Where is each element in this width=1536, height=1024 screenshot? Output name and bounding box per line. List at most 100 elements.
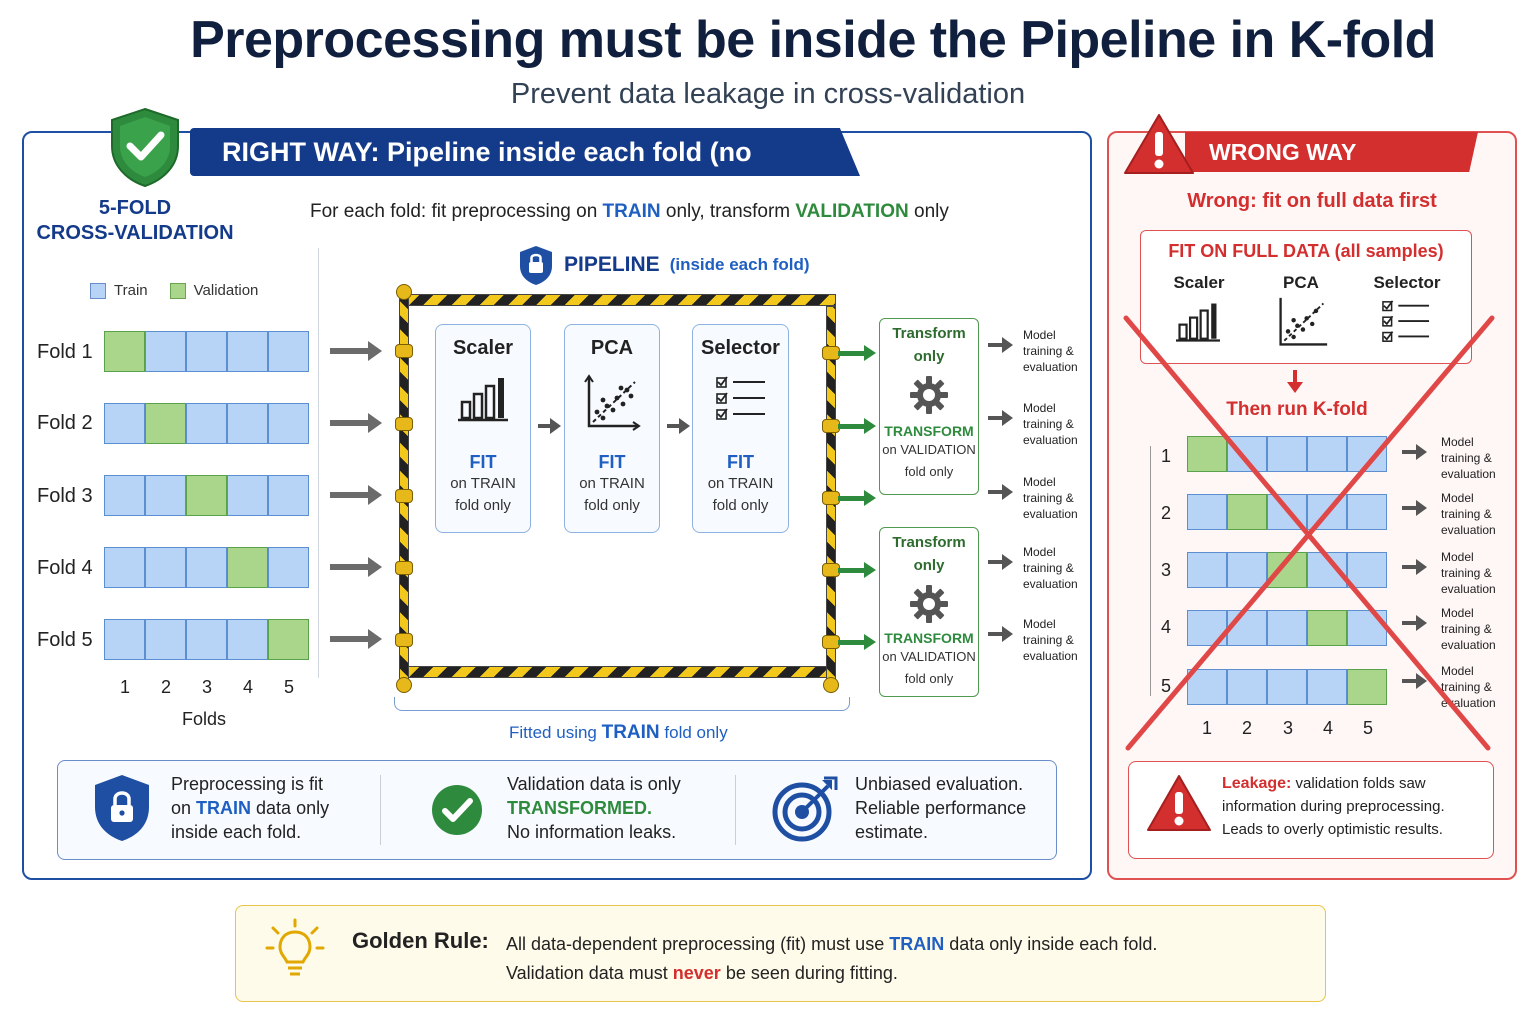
arrow-right-icon (988, 410, 1013, 426)
arrow-right-icon (330, 413, 382, 433)
train-cell (1187, 494, 1227, 530)
benefit-line: Unbiased evaluation. (855, 774, 1024, 794)
fold-label: Fold 1 (37, 341, 93, 363)
clamp (395, 489, 413, 503)
arrow-right-icon (330, 557, 382, 577)
golden-part: data only inside each fold. (944, 934, 1158, 954)
wrong-row-number: 3 (1160, 560, 1171, 580)
arrow-right-icon (838, 345, 876, 361)
train-cell (186, 403, 227, 444)
validation-cell (227, 547, 268, 588)
golden-train: TRAIN (889, 934, 945, 954)
clamp (395, 417, 413, 431)
train-cell (104, 619, 145, 660)
lock-shield-icon (95, 775, 149, 841)
instr-train: TRAIN (602, 201, 661, 222)
lightbulb-icon (265, 918, 325, 976)
arrow-right-icon (988, 337, 1013, 353)
model-training-line: training & (1441, 507, 1492, 521)
train-cell (145, 547, 186, 588)
wrong-row-number: 2 (1160, 503, 1171, 523)
wrong-col-number: 3 (1282, 718, 1293, 738)
clamp (395, 633, 413, 647)
train-cell (1307, 436, 1347, 472)
model-training-line: Model (1441, 435, 1474, 449)
arrow-right-icon (838, 418, 876, 434)
legend: Train Validation (90, 282, 258, 299)
full-step-label: Selector (1373, 273, 1441, 292)
then-kfold: Then run K-fold (1226, 399, 1368, 420)
divider (318, 248, 319, 678)
train-cell (186, 331, 227, 372)
arrow-right-icon (330, 629, 382, 649)
bar-chart-icon (1176, 303, 1220, 342)
arrow-right-icon (988, 626, 1013, 642)
arrow-right-icon (1402, 444, 1427, 460)
pipeline-brace (394, 697, 850, 711)
fold-label: Fold 4 (37, 557, 93, 579)
validation-cell (1227, 494, 1267, 530)
leakage-line: validation folds saw (1291, 775, 1426, 792)
arrow-right-icon (838, 490, 876, 506)
clamp (395, 344, 413, 358)
benefit-train: TRAIN (196, 798, 252, 818)
step-sub: fold only (584, 497, 640, 514)
wrong-col-number: 5 (1362, 718, 1373, 738)
wrong-row-number: 5 (1160, 676, 1171, 696)
legend-train-label: Train (114, 282, 148, 299)
scatter-plot-icon (584, 374, 641, 431)
arrow-down-icon (1287, 370, 1303, 393)
benefit-3: Unbiased evaluation. Reliable performanc… (855, 772, 1026, 844)
fold-axis-number: 3 (201, 677, 212, 697)
gear-icon (910, 376, 948, 414)
model-training-line: Model (1023, 401, 1056, 415)
model-training-line: evaluation (1023, 507, 1078, 521)
for-each-instruction: For each fold: fit preprocessing on TRAI… (310, 201, 949, 223)
benefit-1: Preprocessing is fit on TRAIN data only … (171, 772, 329, 844)
train-cell (227, 403, 268, 444)
arrow-right-icon (667, 418, 690, 434)
arrow-right-icon (330, 485, 382, 505)
fold-axis-number: 1 (119, 677, 130, 697)
leakage-line: Leads to overly optimistic results. (1222, 821, 1443, 838)
fitted-note: Fitted using TRAIN fold only (394, 722, 1074, 744)
benefit-line: data only (251, 798, 330, 818)
checklist-icon (1382, 300, 1430, 342)
transform-heading: Transform (892, 534, 966, 551)
warning-icon (1124, 114, 1194, 174)
train-cell (104, 403, 145, 444)
leakage-heading: Leakage: (1222, 775, 1292, 792)
benefits-box (57, 760, 1057, 860)
model-training-line: evaluation (1441, 582, 1496, 596)
legend-validation-swatch (169, 282, 186, 299)
train-cell (145, 619, 186, 660)
wrong-row-number: 4 (1160, 617, 1171, 637)
benefit-line: estimate. (855, 822, 929, 842)
transform-box: Transform only TRANSFORM on VALIDATION f… (879, 527, 979, 697)
model-training-line: training & (1441, 451, 1492, 465)
page-title: Preprocessing must be inside the Pipelin… (190, 11, 1436, 69)
train-cell (104, 547, 145, 588)
model-training-line: evaluation (1023, 360, 1078, 374)
model-training-line: training & (1441, 680, 1492, 694)
golden-part: All data-dependent preprocessing (fit) m… (506, 934, 890, 954)
fold-axis-number: 4 (242, 677, 253, 697)
cross-out-icon (1123, 315, 1495, 751)
fold-label: Fold 5 (37, 629, 93, 651)
target-icon (772, 776, 838, 842)
full-step-label: PCA (1283, 273, 1319, 292)
model-training-line: training & (1023, 633, 1074, 647)
transform-heading: Transform (892, 325, 966, 342)
instr-validation: VALIDATION (795, 201, 909, 222)
train-cell (1267, 610, 1307, 646)
step-name: Selector (701, 337, 780, 359)
model-training-line: evaluation (1441, 467, 1496, 481)
leakage-text: Leakage: validation folds saw informatio… (1222, 772, 1492, 841)
transform-sub: on VALIDATION (882, 649, 976, 664)
model-training-line: evaluation (1441, 523, 1496, 537)
step-fit: FIT (598, 452, 626, 472)
benefit-line: inside each fold. (171, 822, 302, 842)
